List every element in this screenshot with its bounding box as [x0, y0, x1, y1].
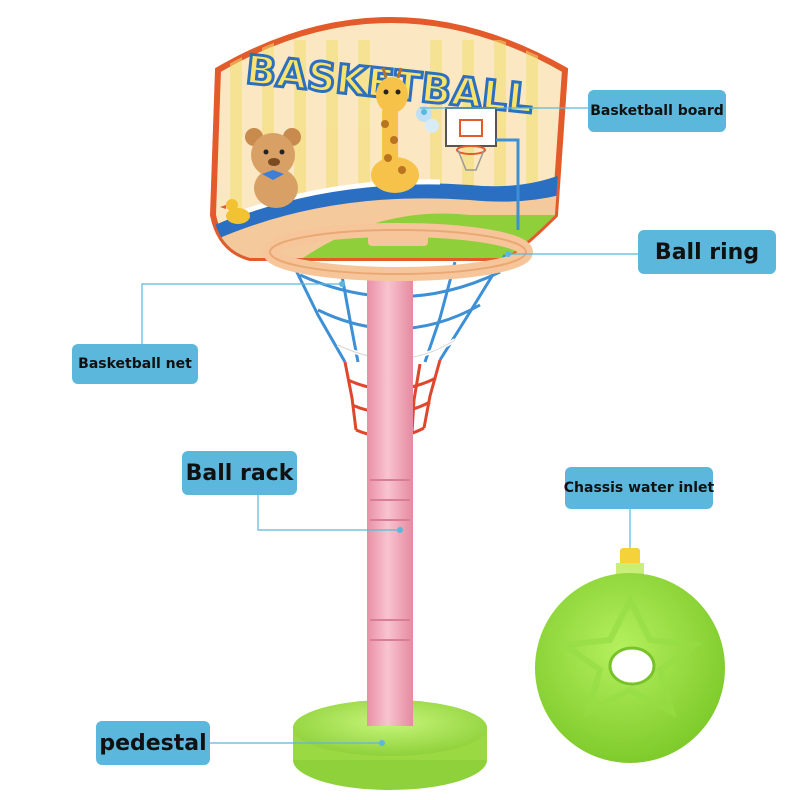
ball-rack-pole — [367, 270, 413, 720]
leader-lines — [141, 107, 638, 746]
label-basketball-net: Basketball net — [72, 344, 198, 384]
label-ball-rack: Ball rack — [182, 451, 297, 495]
label-ball-ring: Ball ring — [638, 230, 776, 274]
pedestal-base — [293, 690, 487, 790]
label-pedestal: pedestal — [96, 721, 210, 765]
water-inlet-cap — [620, 548, 640, 566]
label-chassis-water-inlet: Chassis water inlet — [564, 467, 714, 509]
teddy-bear-picture — [245, 128, 301, 208]
label-basketball-board: Basketball board — [588, 90, 726, 132]
backboard: BASKETBALL — [209, 17, 569, 261]
duck-picture — [220, 199, 250, 224]
mini-hoop-picture — [445, 107, 520, 230]
balloon-picture — [425, 119, 439, 133]
chassis-disc — [535, 548, 725, 763]
ball-ring — [263, 223, 533, 281]
giraffe-picture — [371, 67, 419, 193]
